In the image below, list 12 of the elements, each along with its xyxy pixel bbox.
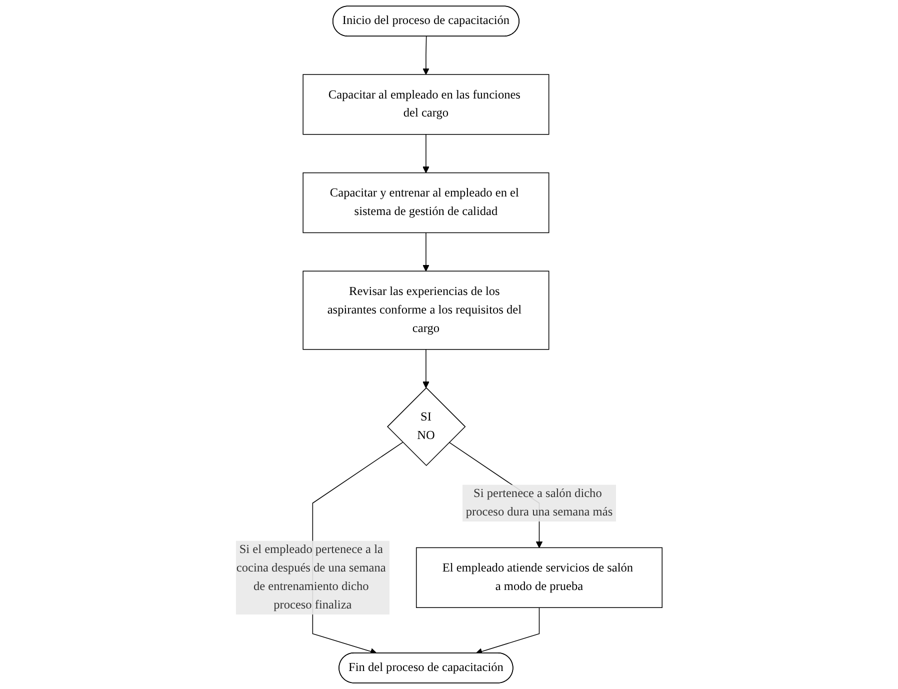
edge-label: Si el empleado pertenece a la cocina después de una semana de entrenamiento dicho proceso finaliza xyxy=(236,543,386,612)
arrow xyxy=(476,607,540,655)
arrow xyxy=(422,134,430,174)
node-box: Capacitar y entrenar al empleado en el sistema de gestión de calidad xyxy=(302,172,550,234)
arrow xyxy=(422,36,430,75)
node-box: Capacitar al empleado en las funciones del cargo xyxy=(302,74,550,135)
arrow xyxy=(422,232,430,272)
arrow xyxy=(422,349,430,388)
node-box: El empleado atiende servicios de salón a modo de prueba xyxy=(416,547,662,608)
node-box: Revisar las experiencias de los aspirantes conforme a los requisitos del cargo xyxy=(302,270,550,350)
edge-label: Si pertenece a salón dicho proceso dura una semana más xyxy=(466,487,613,518)
node-diamond: SI NO xyxy=(386,387,466,466)
